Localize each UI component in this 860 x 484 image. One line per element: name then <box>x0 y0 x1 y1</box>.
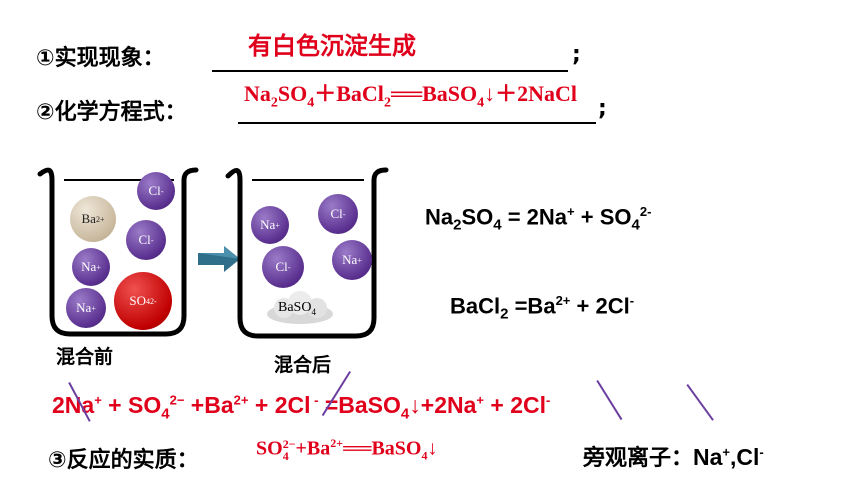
ion-na-plus: Na+ <box>72 248 110 286</box>
ionization-na2so4: Na2SO4 = 2Na+ + SO42- <box>425 204 652 234</box>
q1-label: ①实现现象： <box>36 46 165 71</box>
q3-label: ③反应的实质： <box>48 448 199 473</box>
beaker-after <box>225 167 389 339</box>
caption-before: 混合前 <box>56 346 114 368</box>
spectator-ions: 旁观离子：Na+,Cl- <box>583 440 764 472</box>
cancel-stroke <box>596 380 623 421</box>
q1-answer-line <box>212 70 568 72</box>
spectator-label: 旁观离子： <box>583 446 694 471</box>
caption-after: 混合后 <box>274 354 332 376</box>
cancel-stroke <box>686 384 714 421</box>
arrow-icon <box>198 246 240 272</box>
ion-cl-minus: Cl- <box>126 220 166 260</box>
q1-answer: 有白色沉淀生成 <box>248 32 416 60</box>
ion-na-plus: Na+ <box>332 240 372 280</box>
ion-cl-minus: Cl- <box>137 172 175 210</box>
ion-cl-minus: Cl- <box>262 246 304 288</box>
ion-na-plus: Na+ <box>251 206 289 244</box>
ion-cl-minus: Cl- <box>318 194 358 234</box>
q2-answer-line <box>238 122 596 124</box>
ion-na-plus: Na+ <box>66 288 106 328</box>
ionic-equation: 2Na+ + SO42− +Ba2+ + 2Cl - =BaSO4↓+2Na+ … <box>52 392 551 423</box>
q1-end: ; <box>572 42 581 67</box>
q2-label: ②化学方程式： <box>36 100 187 125</box>
spectator-value: Na+,Cl- <box>693 444 764 470</box>
precipitate-cloud <box>267 291 333 324</box>
q2-equation: Na2SO4＋BaCl2══BaSO4↓＋2NaCl <box>244 81 578 111</box>
ionization-bacl2: BaCl2 =Ba2+ + 2Cl- <box>450 293 635 323</box>
precipitate-label: BaSO4 <box>278 300 316 317</box>
q2-end: ; <box>598 96 607 121</box>
